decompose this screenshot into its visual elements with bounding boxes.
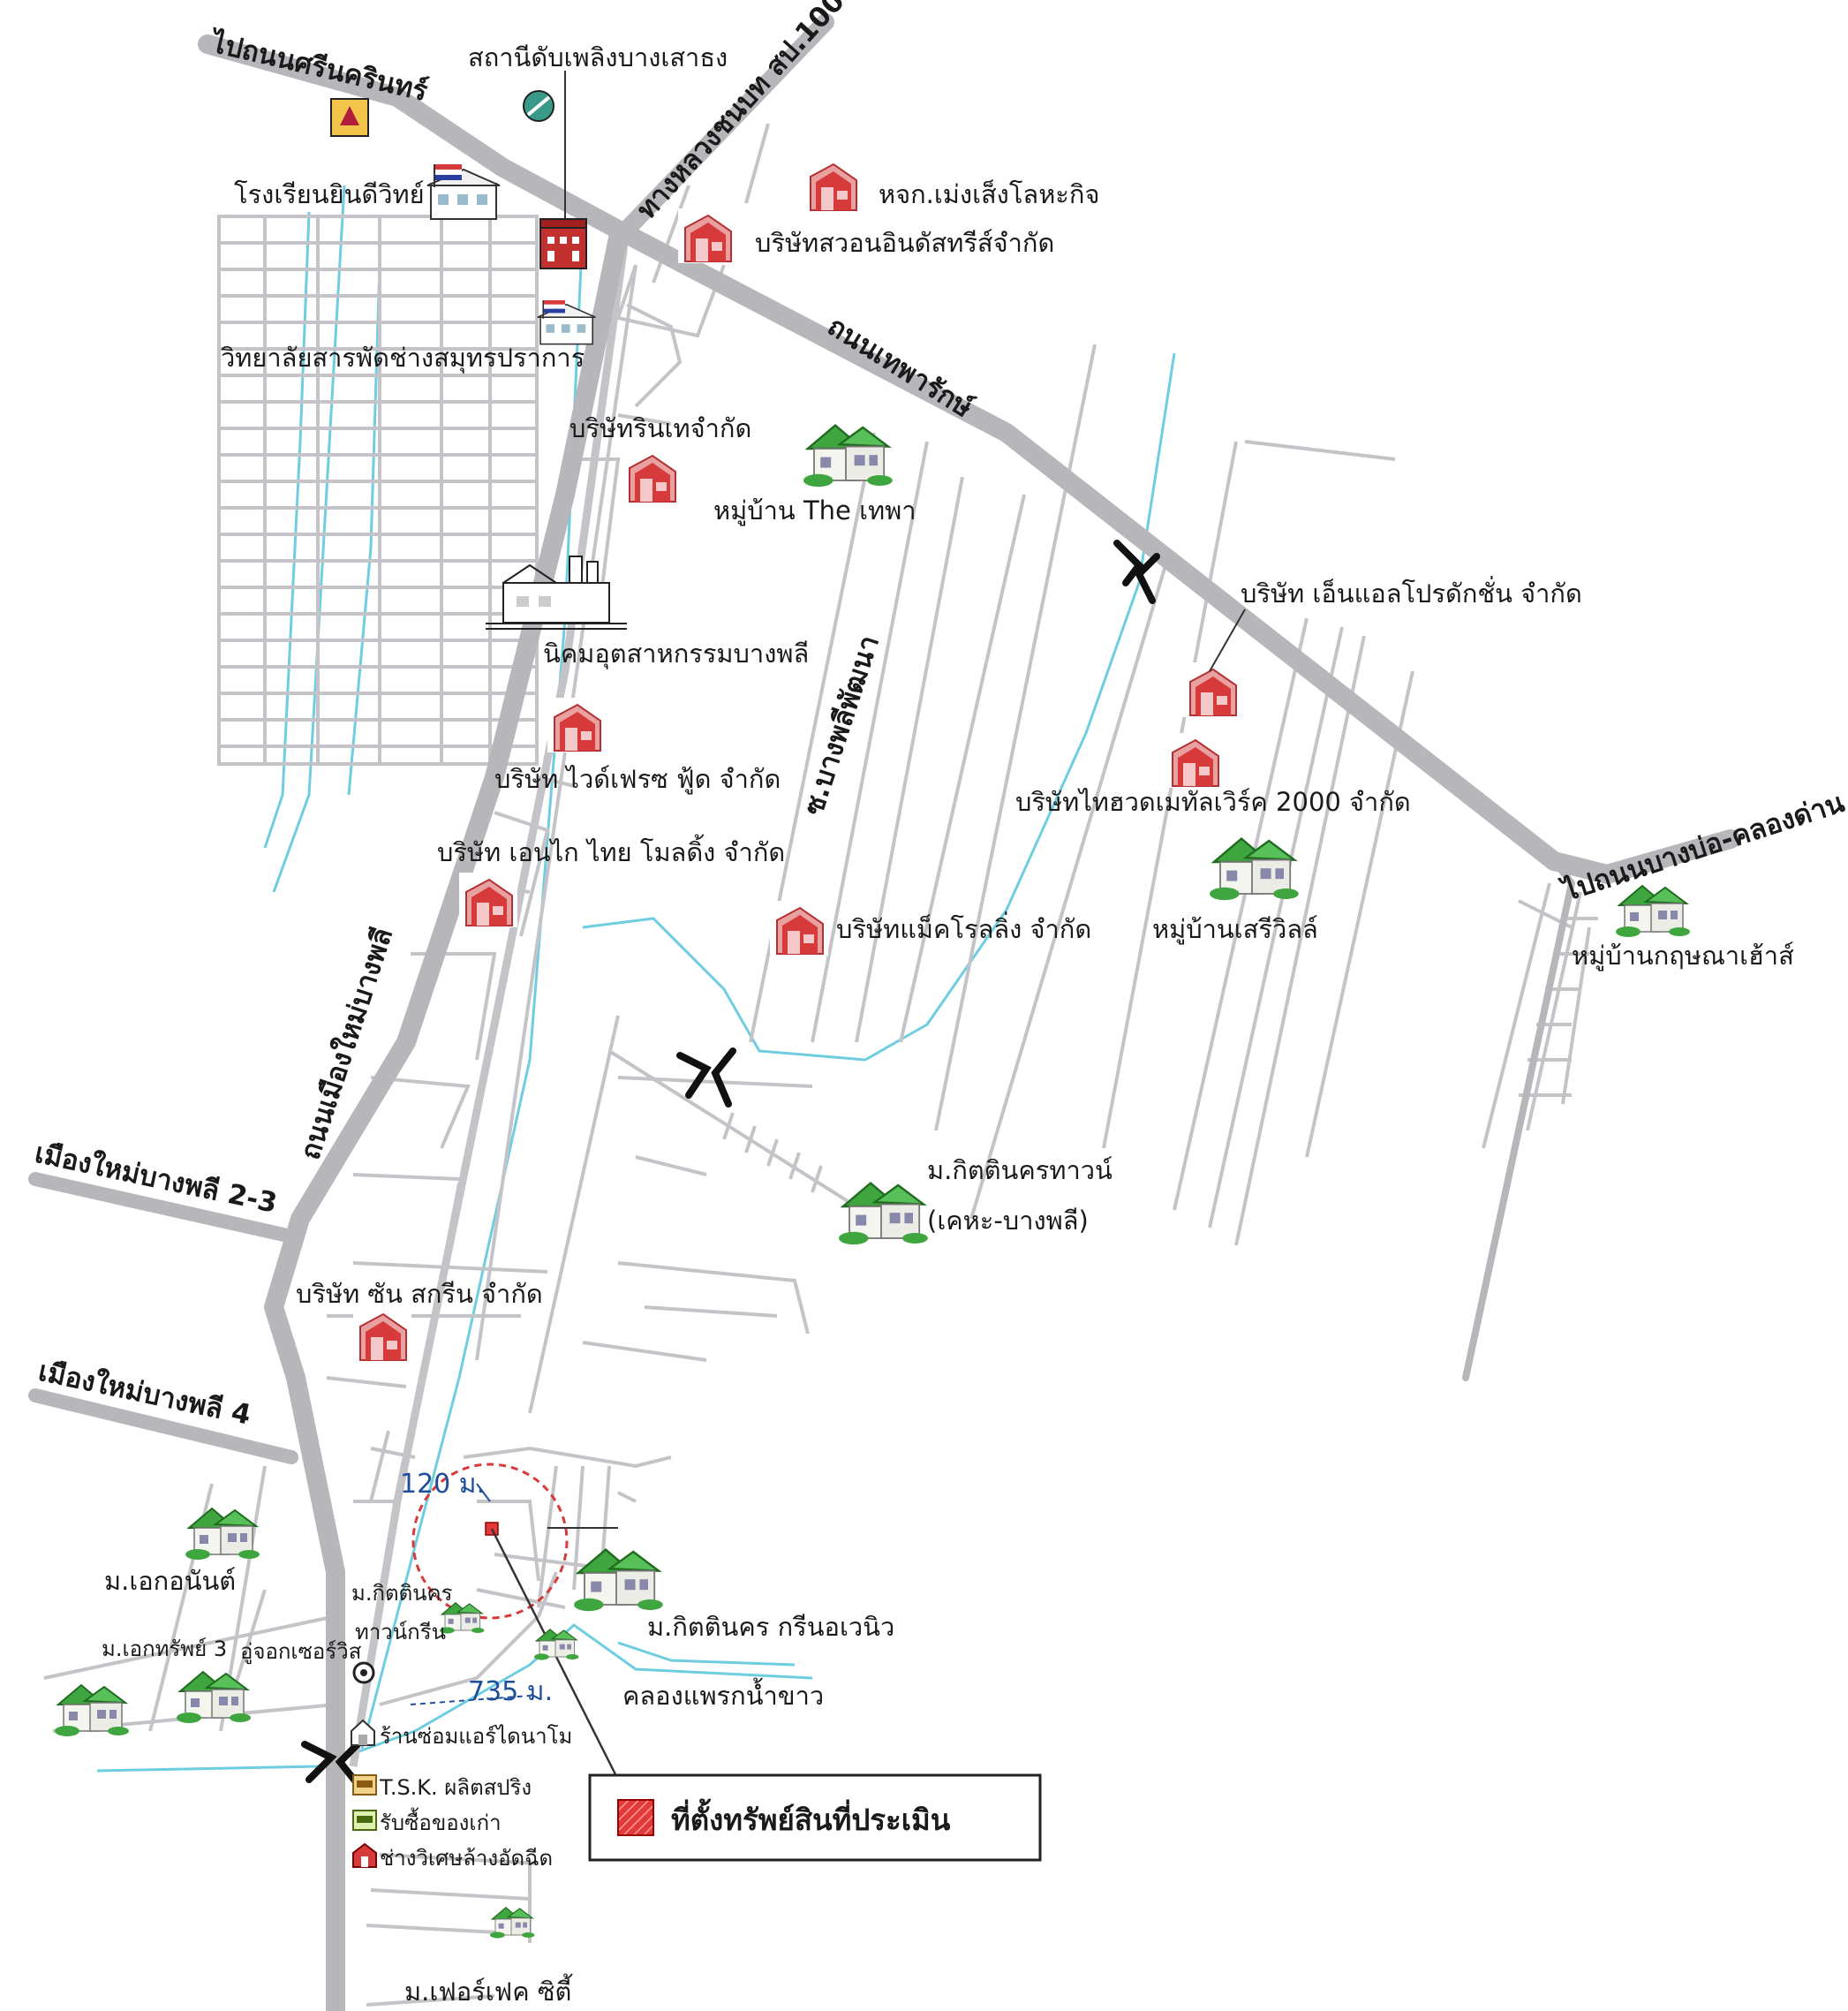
bridge-theparak bbox=[1113, 540, 1160, 604]
label-road-srinakarin: ไปถนนศรีนครินทร์ bbox=[206, 26, 431, 108]
canal-mid bbox=[582, 352, 1176, 1062]
label-road-theparak: ถนนเทพารักษ์ bbox=[822, 310, 978, 424]
label-car-garage: อู่จอกเซอร์วิส bbox=[240, 1639, 362, 1665]
label-rinthe: บริษัทรินเทจำกัด bbox=[569, 413, 751, 443]
canal-ditch bbox=[347, 264, 381, 796]
label-kittinakhon-green-1: ม.กิตตินคร bbox=[351, 1581, 453, 1606]
label-kittinakhon-avenue: ม.กิตตินคร กรีนอเวนิว bbox=[647, 1612, 894, 1642]
label-yindee-school: โรงเรียนยินดีวิทย์ bbox=[234, 179, 425, 209]
industrial-estate-icon bbox=[486, 556, 627, 630]
label-bangphli-estate: นิคมอุตสาหกรรมบางพลี bbox=[543, 639, 809, 669]
label-kritsana-house: หมู่บ้านกฤษณาเฮ้าส์ bbox=[1572, 941, 1794, 971]
ek-anan-house-icon bbox=[185, 1508, 260, 1561]
sun-screen-factory-icon bbox=[352, 1306, 412, 1363]
bridges bbox=[301, 540, 1160, 1788]
canal-south-2 bbox=[617, 1641, 796, 1667]
kittinakhon-green-house-icon bbox=[439, 1602, 486, 1635]
road-srinakarin bbox=[198, 34, 1740, 884]
label-ek-anan: ม.เอกอนันต์ bbox=[104, 1566, 236, 1596]
yindee-school-icon bbox=[426, 163, 501, 220]
swan-factory-icon bbox=[677, 208, 737, 264]
used-goods-shop-icon bbox=[352, 1810, 377, 1831]
canal-side-house-icon bbox=[533, 1629, 580, 1661]
bridge-south bbox=[301, 1741, 361, 1788]
ek-sap-house-icon bbox=[176, 1671, 252, 1724]
canal-distance-line bbox=[410, 1695, 531, 1705]
radius-circle bbox=[411, 1463, 569, 1620]
label-sun-screen: บริษัท ซัน สกรีน จำกัด bbox=[296, 1279, 543, 1309]
minor-roads bbox=[43, 123, 1598, 2007]
label-mac-rolling: บริษัทแม็คโรลลิ่ง จำกัด bbox=[836, 911, 1091, 944]
kittinakhon-town-house-icon bbox=[837, 1182, 930, 1246]
label-wisefresh: บริษัท ไวด์เฟรซ ฟู้ด จำกัด bbox=[494, 764, 781, 795]
railway bbox=[349, 238, 630, 1767]
legend-box bbox=[588, 1773, 1042, 1862]
label-road-bangbo: ไปถนนบางบ่อ-คลองด่าน bbox=[1557, 786, 1848, 909]
label-kittinakhon-town-1: ม.กิตตินครทาวน์ bbox=[927, 1155, 1113, 1185]
bridge-bangphli-phatthana bbox=[676, 1047, 736, 1108]
label-seri-villa: หมู่บ้านเสรีวิลล์ bbox=[1152, 914, 1318, 945]
enkei-factory-icon bbox=[458, 872, 518, 928]
air-repair-shop-icon bbox=[351, 1719, 375, 1746]
meng-seng-factory-icon bbox=[803, 156, 863, 213]
nl-production-factory-icon bbox=[1182, 662, 1242, 718]
label-meng-seng: หจก.เม่งเส็งโลหะกิจ bbox=[879, 178, 1099, 209]
label-polytechnic: วิทยาลัยสารพัดช่างสมุทรปราการ bbox=[221, 343, 585, 374]
label-air-repair: ร้านซ่อมแอร์ไดนาโม bbox=[380, 1724, 572, 1749]
label-kittinakhon-green-2: ทาวน์กรีน bbox=[355, 1620, 446, 1644]
tsk-shop-icon bbox=[352, 1774, 377, 1796]
car-wash-shop-icon bbox=[352, 1842, 377, 1868]
label-fire-station: สถานีดับเพลิงบางเสาธง bbox=[468, 42, 728, 72]
label-canal-name: คลองแพรกน้ำขาว bbox=[622, 1677, 824, 1711]
legend: ที่ตั้งทรัพย์สินที่ประเมิน bbox=[588, 1773, 1042, 1862]
mac-rolling-factory-icon bbox=[769, 900, 829, 956]
fire-station-building-icon bbox=[539, 218, 587, 269]
legend-label: ที่ตั้งทรัพย์สินที่ประเมิน bbox=[671, 1798, 951, 1837]
label-ek-sap-3: ม.เอกทรัพย์ 3 bbox=[102, 1637, 227, 1661]
the-thepha-house-icon bbox=[802, 424, 894, 488]
label-radius-distance: 120 ม. bbox=[400, 1469, 485, 1500]
label-the-thepha-village: หมู่บ้าน The เทพา bbox=[713, 495, 916, 526]
wisefresh-factory-icon bbox=[547, 697, 607, 753]
polytechnic-school-icon bbox=[536, 299, 597, 345]
label-perfect-city: ม.เฟอร์เฟค ซิตี้ bbox=[404, 1973, 573, 2007]
label-kittinakhon-town-2: (เคหะ-บางพลี) bbox=[927, 1206, 1089, 1236]
road-mueang-mai-23 bbox=[28, 1172, 298, 1244]
label-tsk: T.S.K. ผลิตสปริง bbox=[379, 1775, 532, 1800]
thai-huad-factory-icon bbox=[1165, 732, 1225, 789]
perfect-city-house-icon bbox=[489, 1907, 536, 1939]
label-thai-huad: บริษัทไทฮวดเมทัลเวิร์ค 2000 จำกัด bbox=[1015, 787, 1411, 817]
label-nl-production: บริษัท เอ็นแอลโปรดักชั่น จำกัด bbox=[1241, 576, 1582, 609]
kritsana-house-icon bbox=[1615, 885, 1691, 938]
road-mueang-mai-4 bbox=[28, 1388, 298, 1464]
place-labels: สถานีดับเพลิงบางเสาธง โรงเรียนยินดีวิทย์… bbox=[102, 42, 1794, 2007]
label-swan-industries: บริษัทสวอนอินดัสทรีส์จำกัด bbox=[755, 228, 1054, 258]
legend-swatch bbox=[617, 1799, 654, 1836]
kittinakhon-avenue-house-icon bbox=[572, 1548, 664, 1613]
poi-icons bbox=[54, 71, 1691, 1939]
major-roads bbox=[28, 13, 1740, 2011]
label-canal-distance: 735 ม. bbox=[468, 1676, 553, 1707]
label-car-wash: ช่างวิเศษล้างอัดฉีด bbox=[380, 1846, 553, 1871]
rinthe-factory-icon bbox=[622, 448, 682, 504]
road-rural-1006 bbox=[609, 13, 834, 247]
ek-sap-house-2-icon bbox=[54, 1684, 130, 1737]
label-used-goods: รับซื้อของเก่า bbox=[380, 1807, 502, 1835]
bangsaothong-seal-icon bbox=[330, 98, 369, 137]
road-bangbo bbox=[1462, 858, 1575, 1381]
fire-station-logo-icon bbox=[523, 90, 554, 122]
radius-arrow bbox=[476, 1483, 491, 1502]
canal-west-2 bbox=[263, 211, 311, 849]
label-enkei: บริษัท เอนไก ไทย โมลดิ้ง จำกัด bbox=[437, 834, 785, 867]
garage-icon bbox=[352, 1661, 375, 1684]
nl-production-leader bbox=[1209, 609, 1246, 672]
